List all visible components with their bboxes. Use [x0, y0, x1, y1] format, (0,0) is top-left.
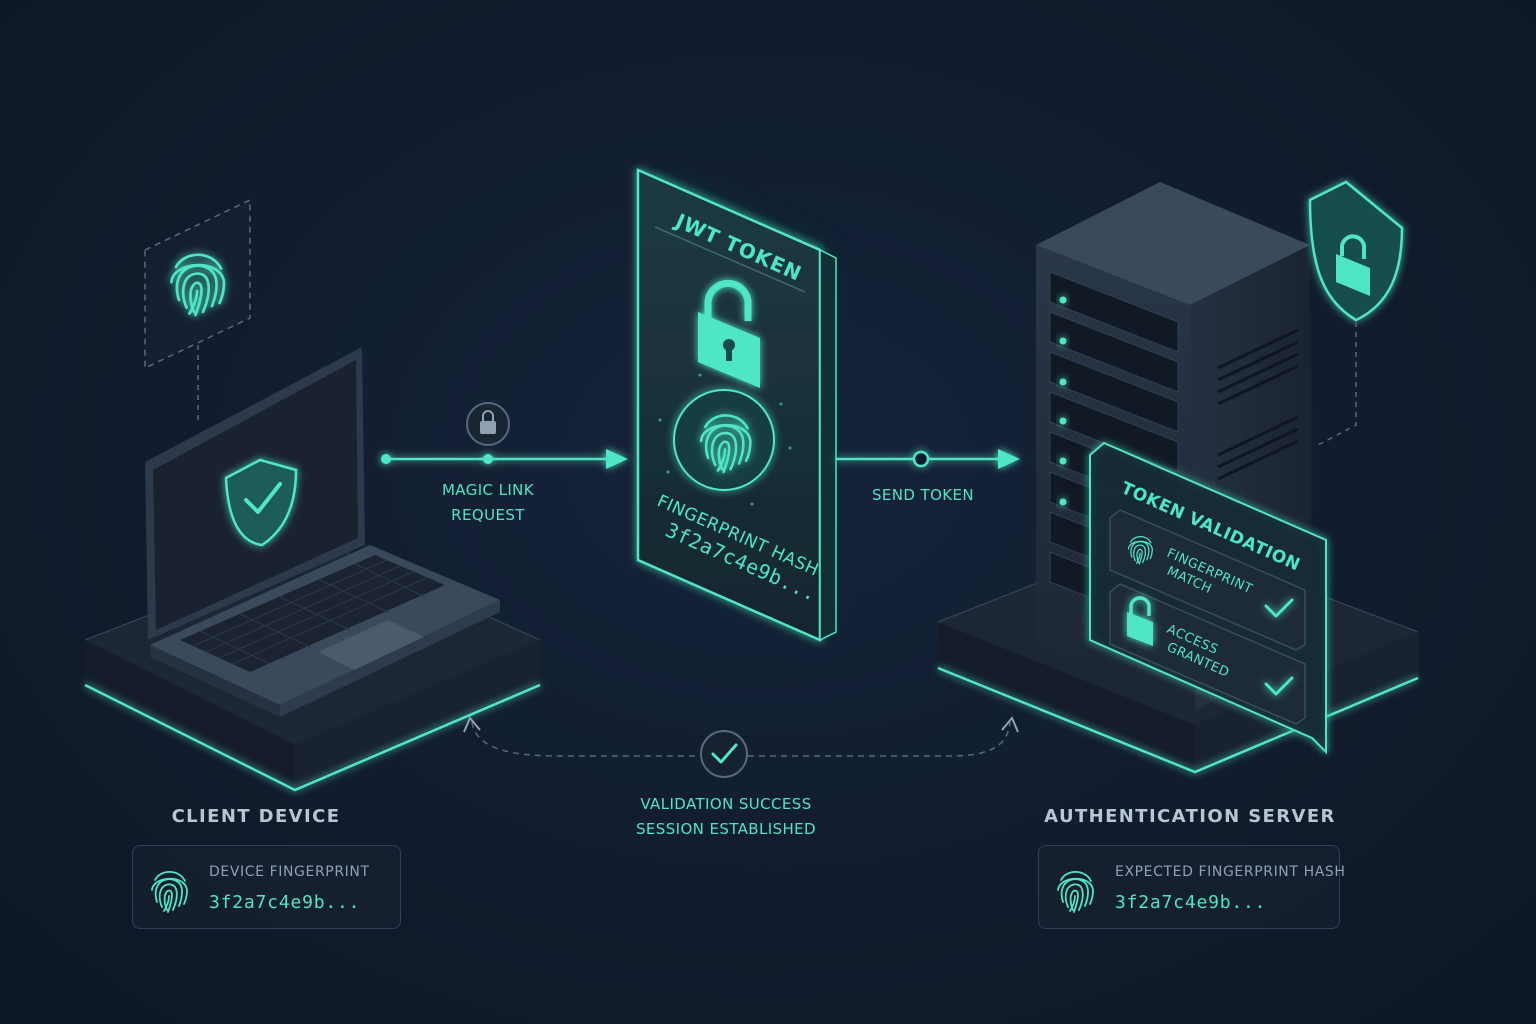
shield-lock-icon [1308, 180, 1404, 322]
client-fingerprint-caption: DEVICE FINGERPRINT [209, 864, 370, 880]
validation-success-line2: SESSION ESTABLISHED [635, 820, 817, 838]
validation-success-label: VALIDATION SUCCESS SESSION ESTABLISHED [606, 792, 846, 842]
magic-link-label-line2: REQUEST [451, 506, 525, 524]
send-token-arrow [836, 449, 1020, 469]
fingerprint-icon [1053, 866, 1097, 914]
token-validation-panel [1089, 441, 1327, 755]
validation-success-return [463, 716, 1019, 757]
magic-link-label: MAGIC LINK REQUEST [428, 478, 548, 528]
server-fingerprint-card: EXPECTED FINGERPRINT HASH 3f2a7c4e9b... [1038, 845, 1345, 929]
check-icon [1264, 598, 1294, 618]
token-lock-icon [698, 279, 760, 388]
client-fingerprint-card: DEVICE FINGERPRINT 3f2a7c4e9b... [132, 845, 401, 929]
client-fingerprint-hash: 3f2a7c4e9b... [209, 892, 361, 913]
lock-icon [466, 402, 510, 446]
success-check-icon [700, 730, 748, 778]
server-fingerprint-hash: 3f2a7c4e9b... [1115, 892, 1267, 913]
client-device-title: CLIENT DEVICE [171, 806, 341, 827]
auth-server-title: AUTHENTICATION SERVER [1044, 806, 1336, 827]
magic-link-label-line1: MAGIC LINK [441, 481, 535, 499]
shield-connector [1317, 322, 1357, 446]
validation-success-line1: VALIDATION SUCCESS [640, 795, 812, 813]
fingerprint-icon [147, 866, 191, 914]
check-icon [1264, 676, 1294, 696]
server-fingerprint-caption: EXPECTED FINGERPRINT HASH [1115, 864, 1346, 880]
magic-link-arrow [381, 449, 628, 469]
validation-lock-icon [1127, 596, 1153, 646]
send-token-label: SEND TOKEN [871, 486, 975, 504]
shield-check-icon [224, 458, 298, 547]
jwt-token-card [636, 168, 837, 642]
